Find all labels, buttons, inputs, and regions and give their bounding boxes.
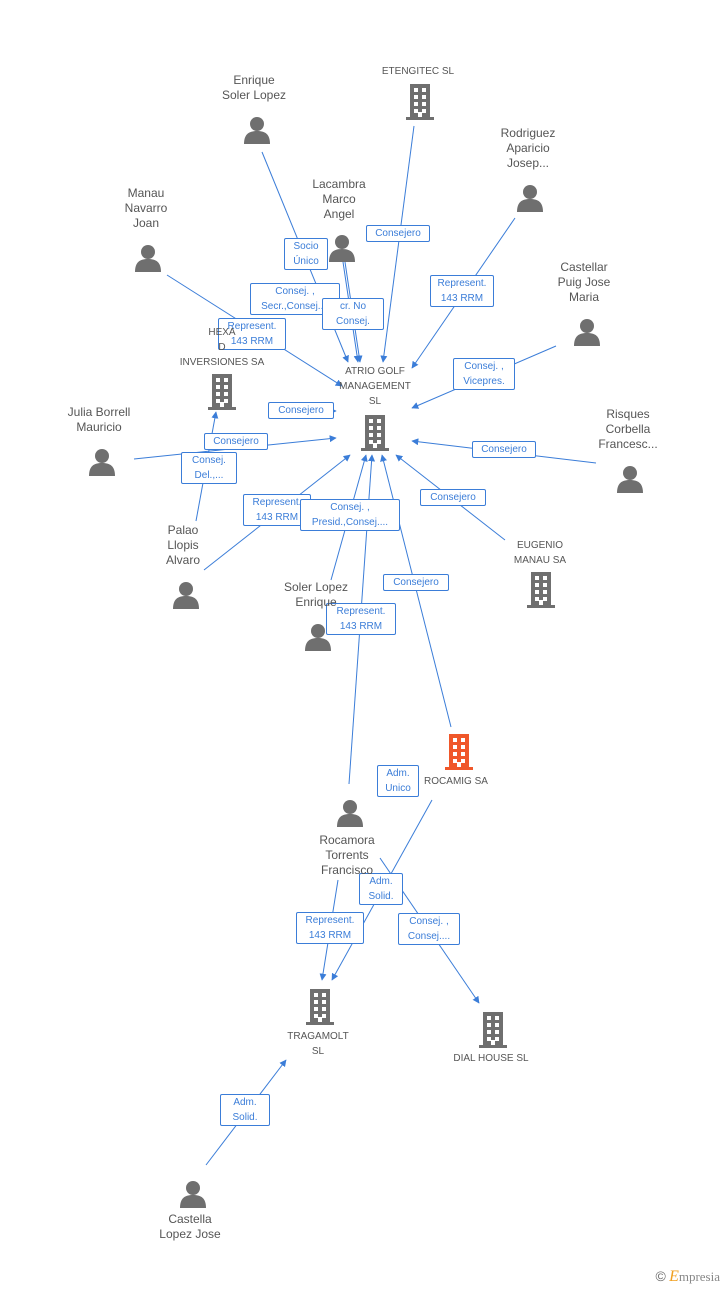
person-icon-castella[interactable] [180,1181,206,1208]
edge-label-rodriguez-to-atrio[interactable]: Represent. 143 RRM [430,275,494,307]
edge-label-etengitec-to-atrio[interactable]: Consejero [366,225,430,242]
building-icon-hexa[interactable] [208,374,236,410]
node-label-risques[interactable]: Risques Corbella Francesc... [598,407,658,451]
edge-label-palao-to-hexa[interactable]: Consej. Del.,... [181,452,237,484]
copyright-symbol: © [655,1268,666,1284]
building-icon-etengitec[interactable] [406,84,434,120]
node-label-dialhouse[interactable]: DIAL HOUSE SL [453,1053,529,1064]
edge-label-rocamora-to-dialhouse[interactable]: Consej. , Consej.... [398,913,460,945]
edge-label-rocamora-to-tragamolt[interactable]: Represent. 143 RRM [296,912,364,944]
edge-label-hexa-to-atrio[interactable]: Consejero [268,402,334,419]
brand-name: mpresia [678,1269,720,1284]
empresia-watermark[interactable]: © Empresia [655,1268,720,1286]
node-label-soler_lopez_e[interactable]: Soler Lopez Enrique [283,580,349,609]
person-icon-rocamora[interactable] [337,800,363,827]
building-icon-dialhouse[interactable] [479,1012,507,1048]
node-label-rocamora[interactable]: Rocamora Torrents Francisco [319,833,375,877]
building-icon-tragamolt[interactable] [306,989,334,1025]
edge-label-lacambra-to-atrio[interactable]: cr. No Consej. [322,298,384,330]
edge-label-julia-to-atrio[interactable]: Consejero [204,433,268,450]
person-icon-enrique_soler[interactable] [244,117,270,144]
node-label-rocamig[interactable]: ROCAMIG SA [424,776,488,787]
edge-line-etengitec-to-atrio [380,125,415,363]
person-icon-lacambra[interactable] [329,235,355,262]
building-icon-eugenio[interactable] [527,572,555,608]
node-label-tragamolt[interactable]: TRAGAMOLT SL [287,1031,349,1057]
node-label-castella[interactable]: Castella Lopez Jose [159,1212,221,1241]
edge-label-eugenio-to-atrio[interactable]: Consejero [420,489,486,506]
node-label-manau_navarro[interactable]: Manau Navarro Joan [124,186,168,230]
person-icon-manau_navarro[interactable] [135,245,161,272]
person-icon-risques[interactable] [617,466,643,493]
edge-label-soler_lopez_e-to-atrio[interactable]: Consej. , Presid.,Consej.... [300,499,400,531]
node-label-castellar[interactable]: Castellar Puig Jose Maria [557,260,611,304]
edge-label-risques-to-atrio[interactable]: Consejero [472,441,536,458]
node-label-palao[interactable]: Palao Llopis Alvaro [165,523,200,567]
node-label-lacambra[interactable]: Lacambra Marco Angel [312,177,366,221]
brand-initial: E [669,1268,679,1285]
node-label-hexa[interactable]: HEXA D INVERSIONES SA [179,327,265,368]
person-icon-rodriguez[interactable] [517,185,543,212]
node-label-rodriguez[interactable]: Rodriguez Aparicio Josep... [500,126,556,170]
person-icon-palao[interactable] [173,582,199,609]
edge-label-rocamig-to-rocamig[interactable]: Adm. Unico [377,765,419,797]
edge-label-rocamora-to-atrio[interactable]: Represent. 143 RRM [326,603,396,635]
node-label-atrio[interactable]: ATRIO GOLF MANAGEMENT SL [339,366,411,407]
edge-label-enrique_soler-to-atrio[interactable]: Socio Único [284,238,328,270]
building-icon-rocamig[interactable] [445,734,473,770]
node-label-etengitec[interactable]: ETENGITEC SL [381,66,455,77]
edge-label-castellar-to-atrio[interactable]: Consej. , Vicepres. [453,358,515,390]
building-icon-atrio[interactable] [361,415,389,451]
edge-label-manau_navarro-to-atrio[interactable]: Represent. 143 RRM [218,318,286,350]
person-icon-castellar[interactable] [574,319,600,346]
edge-label-rocamig-to-atrio[interactable]: Consejero [383,574,449,591]
edge-label-castella-to-tragamolt[interactable]: Adm. Solid. [220,1094,270,1126]
node-label-julia[interactable]: Julia Borrell Mauricio [67,405,131,434]
person-icon-julia[interactable] [89,449,115,476]
node-label-eugenio[interactable]: EUGENIO MANAU SA [513,540,567,566]
node-label-enrique_soler[interactable]: Enrique Soler Lopez [221,73,287,102]
edge-label-rocamig-to-tragamolt[interactable]: Adm. Solid. [359,873,403,905]
